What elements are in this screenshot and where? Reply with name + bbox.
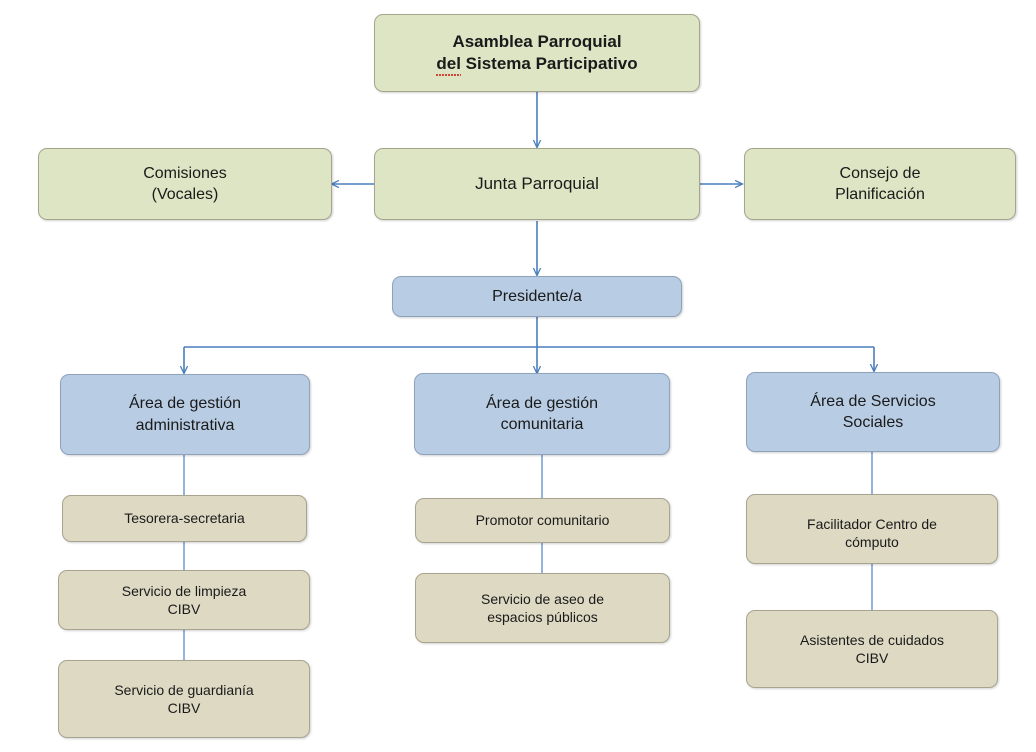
node-junta-label: Junta Parroquial — [475, 173, 599, 193]
node-area-social-label: Área de Servicios Sociales — [810, 392, 936, 431]
node-area-comunitaria-label: Área de gestión comunitaria — [485, 394, 599, 433]
node-area-servicios-sociales[interactable]: Área de Servicios Sociales — [746, 372, 1000, 452]
node-presidente[interactable]: Presidente/a — [392, 276, 682, 317]
node-servicio-aseo-espacios-publicos[interactable]: Servicio de aseo de espacios públicos — [415, 573, 670, 643]
node-asamblea-line1: Asamblea Parroquial — [452, 31, 622, 51]
node-area-admin-label: Área de gestión administrativa — [128, 395, 242, 434]
spellcheck-word-del: del — [436, 53, 461, 77]
node-asistentes-cuidados-cibv[interactable]: Asistentes de cuidados CIBV — [746, 610, 998, 688]
node-guardiania-label: Servicio de guardianía CIBV — [114, 681, 254, 716]
node-area-gestion-administrativa[interactable]: Área de gestión administrativa — [60, 374, 310, 455]
node-presidente-label: Presidente/a — [492, 287, 582, 305]
node-promotor-comunitario[interactable]: Promotor comunitario — [415, 498, 670, 543]
node-facilitador-label: Facilitador Centro de cómputo — [807, 515, 937, 550]
node-junta-parroquial[interactable]: Junta Parroquial — [374, 148, 700, 220]
node-area-gestion-comunitaria[interactable]: Área de gestión comunitaria — [414, 373, 670, 455]
node-asamblea-line2: Sistema Participativo — [460, 54, 638, 73]
node-tesorera-label: Tesorera-secretaria — [124, 510, 245, 527]
node-facilitador-centro-computo[interactable]: Facilitador Centro de cómputo — [746, 494, 998, 564]
node-limpieza-label: Servicio de limpieza CIBV — [121, 582, 247, 617]
node-consejo-label: Consejo de Planificación — [835, 164, 925, 203]
node-promotor-label: Promotor comunitario — [475, 512, 610, 529]
node-aseo-label: Servicio de aseo de espacios públicos — [481, 590, 604, 625]
node-servicio-limpieza-cibv[interactable]: Servicio de limpieza CIBV — [58, 570, 310, 630]
node-servicio-guardiania-cibv[interactable]: Servicio de guardianía CIBV — [58, 660, 310, 738]
node-comisiones[interactable]: Comisiones (Vocales) — [38, 148, 332, 220]
node-consejo-planificacion[interactable]: Consejo de Planificación — [744, 148, 1016, 220]
node-comisiones-label: Comisiones (Vocales) — [143, 164, 227, 203]
node-tesorera-secretaria[interactable]: Tesorera-secretaria — [62, 495, 307, 542]
node-asistentes-label: Asistentes de cuidados CIBV — [800, 631, 944, 666]
